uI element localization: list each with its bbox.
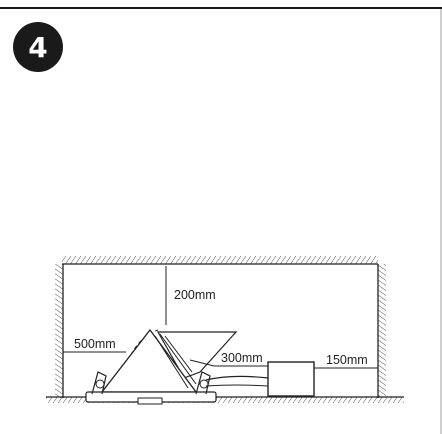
ceiling-slab [62, 256, 378, 264]
spring-clip-right-pivot [199, 379, 209, 389]
beam-edge [164, 335, 193, 373]
false-ceiling [46, 397, 404, 403]
driver-gap-leader [189, 359, 215, 367]
side-gap-label: 500mm [74, 337, 116, 351]
right-wall [378, 264, 386, 398]
left-wall [55, 264, 63, 398]
page-edge [440, 9, 442, 434]
driver-box [267, 361, 315, 397]
downlight-rim-2 [159, 333, 197, 385]
driver-cable-2 [205, 384, 269, 387]
step-number-badge: 4 [13, 22, 63, 72]
top-divider [0, 7, 442, 9]
trim-lens [137, 397, 163, 405]
driver-cable [205, 375, 269, 381]
beam-cone [156, 331, 238, 379]
driver-gap-label: 300mm [221, 351, 263, 365]
ceiling-gap-label: 200mm [174, 288, 216, 302]
step-number: 4 [28, 30, 48, 64]
downlight-body [100, 328, 198, 393]
downlight-rim [154, 335, 189, 389]
spring-clip-left-pivot [95, 379, 105, 389]
wall-gap-label: 150mm [326, 353, 368, 367]
